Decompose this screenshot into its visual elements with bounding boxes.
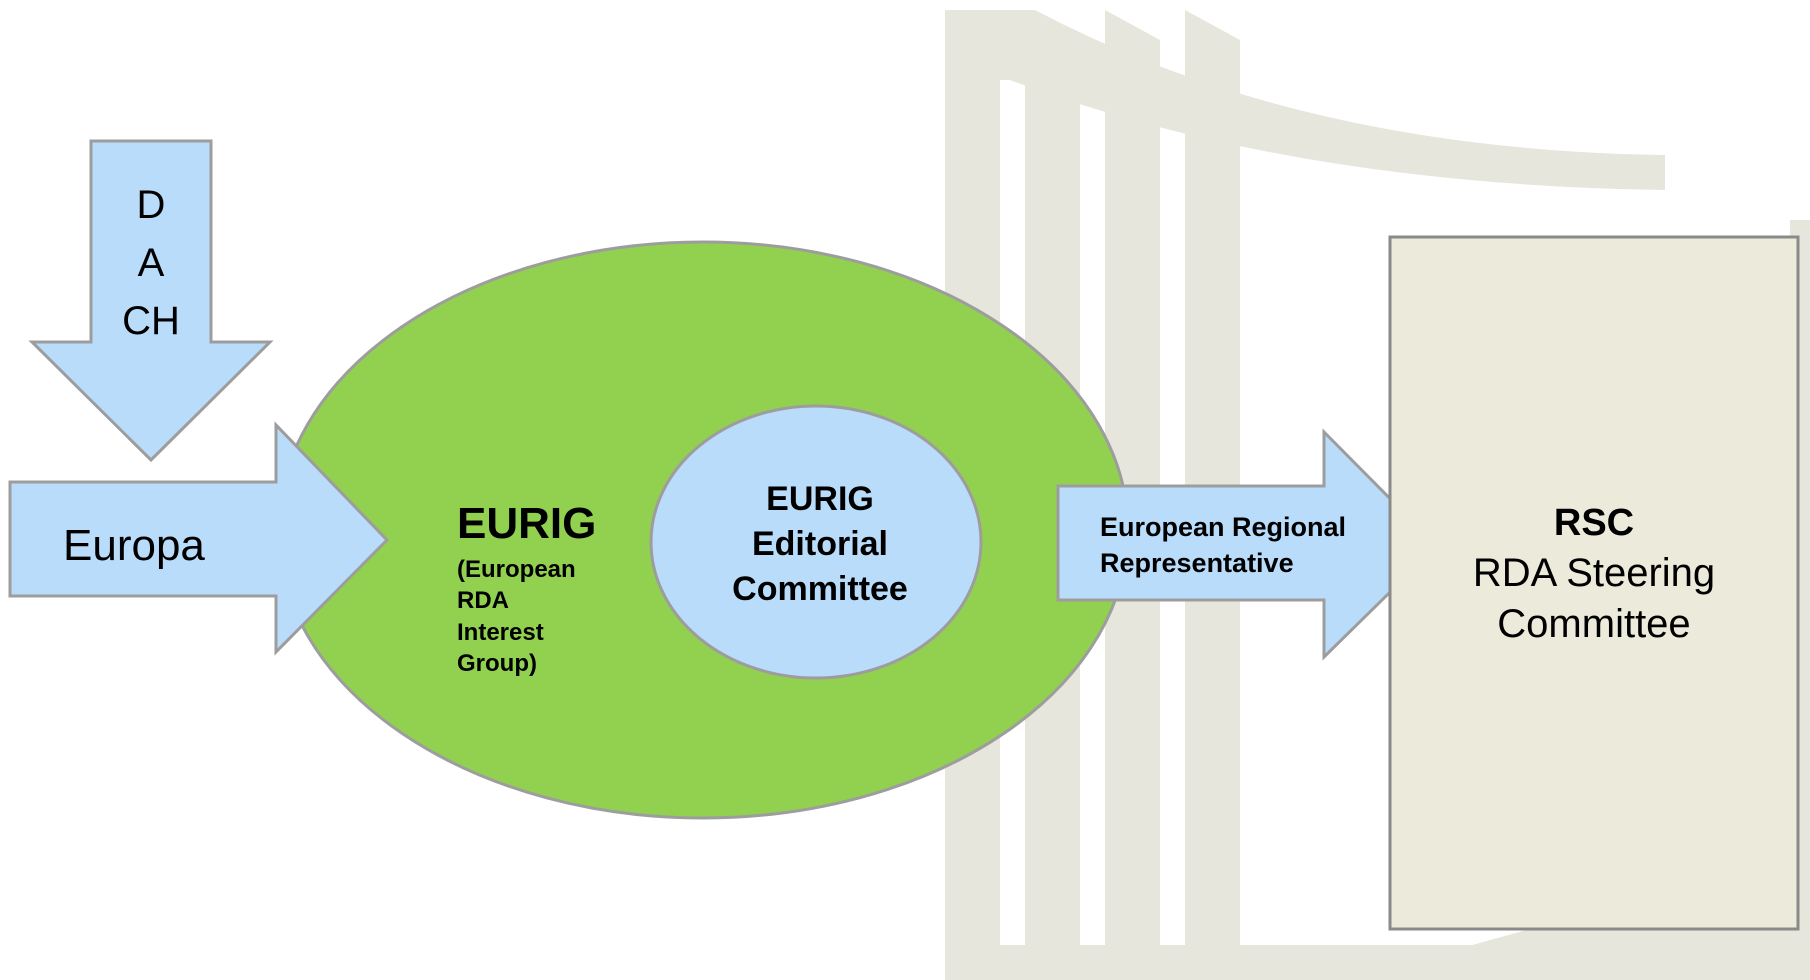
eurig-sub-line3: Interest <box>457 619 544 646</box>
rsc-line1: RDA Steering <box>1473 551 1715 595</box>
representative-arrow-shape <box>1056 428 1440 661</box>
dach-arrow-shape <box>28 139 274 463</box>
editorial-line3: Committee <box>732 570 908 608</box>
europa-arrow-shape <box>8 421 390 656</box>
europa-label: Europa <box>63 521 205 570</box>
eurig-sub-line2: RDA <box>457 587 509 614</box>
eurig-sub-line4: Group) <box>457 650 537 677</box>
editorial-line2: Editorial <box>752 525 888 563</box>
dach-label-ch: CH <box>122 299 180 343</box>
rsc-line2: Committee <box>1497 602 1690 646</box>
rsc-box <box>1388 235 1800 931</box>
dach-label-d: D <box>137 183 166 227</box>
editorial-committee-ellipse <box>649 404 983 680</box>
eurig-sub-line1: (European <box>457 556 576 583</box>
dach-label-a: A <box>138 241 165 285</box>
eurig-title: EURIG <box>457 499 596 548</box>
representative-line2: Representative <box>1100 548 1294 578</box>
representative-line1: European Regional <box>1100 512 1346 542</box>
editorial-line1: EURIG <box>766 480 874 518</box>
rsc-title: RSC <box>1554 502 1634 544</box>
